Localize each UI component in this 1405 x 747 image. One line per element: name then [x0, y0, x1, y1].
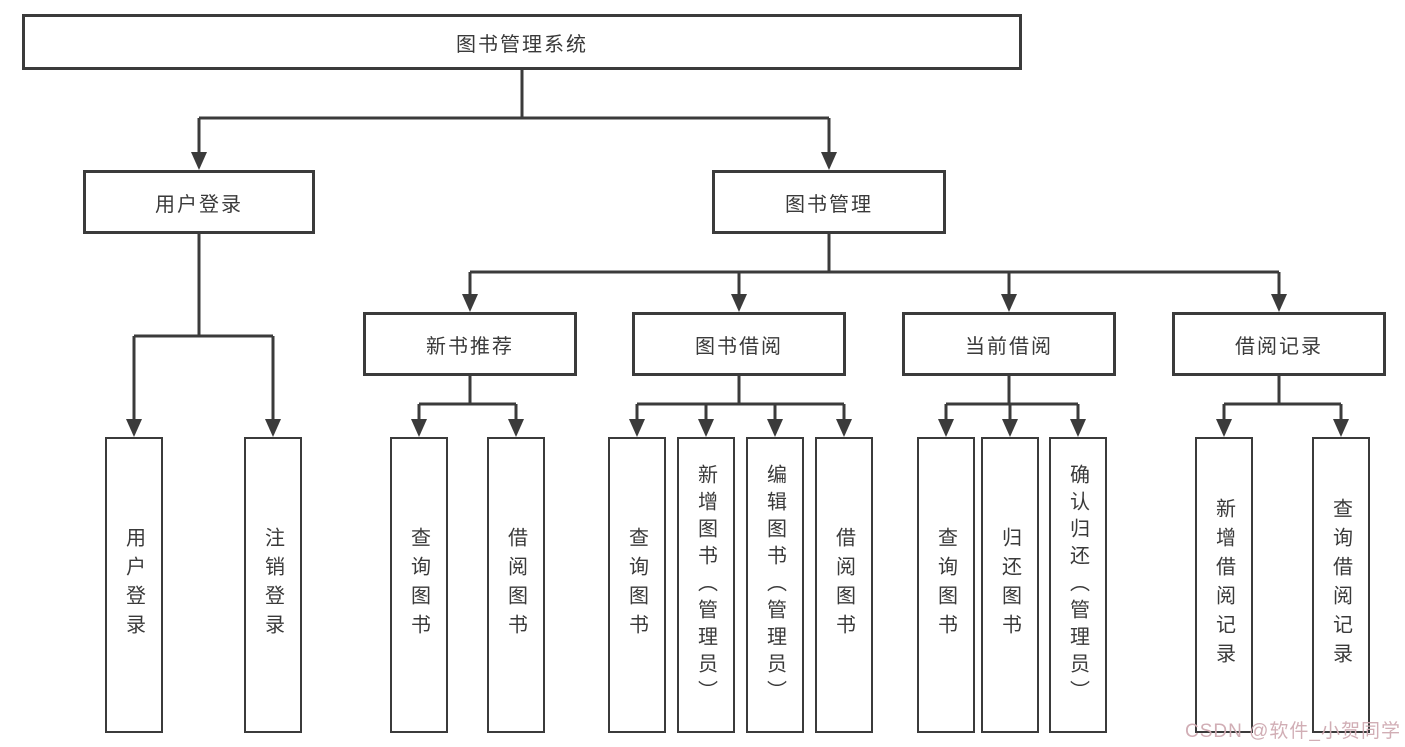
node-borrow-borrow-books: 借阅图书	[815, 437, 873, 733]
connector-root-to-level2	[191, 70, 837, 170]
connector-book-management-to-level3	[462, 234, 1287, 312]
csdn-watermark: CSDN @软件_小贺同学	[1185, 721, 1401, 742]
node-book-borrow: 图书借阅	[632, 312, 846, 376]
node-logout-action: 注销登录	[244, 437, 302, 733]
node-root-system: 图书管理系统	[22, 14, 1022, 70]
connector-borrow-records-children	[1216, 376, 1349, 437]
connector-current-borrow-children	[938, 376, 1086, 437]
node-borrow-add-books-admin: 新增图书（管理员）	[677, 437, 735, 733]
node-user-login: 用户登录	[83, 170, 315, 234]
node-current-borrow: 当前借阅	[902, 312, 1116, 376]
node-current-return-books: 归还图书	[981, 437, 1039, 733]
connector-book-borrow-children	[629, 376, 852, 437]
node-current-confirm-return-admin: 确认归还（管理员）	[1049, 437, 1107, 733]
node-book-management: 图书管理	[712, 170, 946, 234]
node-new-book-recommend: 新书推荐	[363, 312, 577, 376]
node-newbook-borrow-books: 借阅图书	[487, 437, 545, 733]
connector-user-login-children	[126, 234, 281, 437]
node-borrow-query-books: 查询图书	[608, 437, 666, 733]
node-newbook-query-books: 查询图书	[390, 437, 448, 733]
node-records-query-record: 查询借阅记录	[1312, 437, 1370, 733]
connector-new-book-children	[411, 376, 524, 437]
node-records-add-record: 新增借阅记录	[1195, 437, 1253, 733]
node-borrow-edit-books-admin: 编辑图书（管理员）	[746, 437, 804, 733]
node-borrow-records: 借阅记录	[1172, 312, 1386, 376]
node-current-query-books: 查询图书	[917, 437, 975, 733]
node-user-login-action: 用户登录	[105, 437, 163, 733]
